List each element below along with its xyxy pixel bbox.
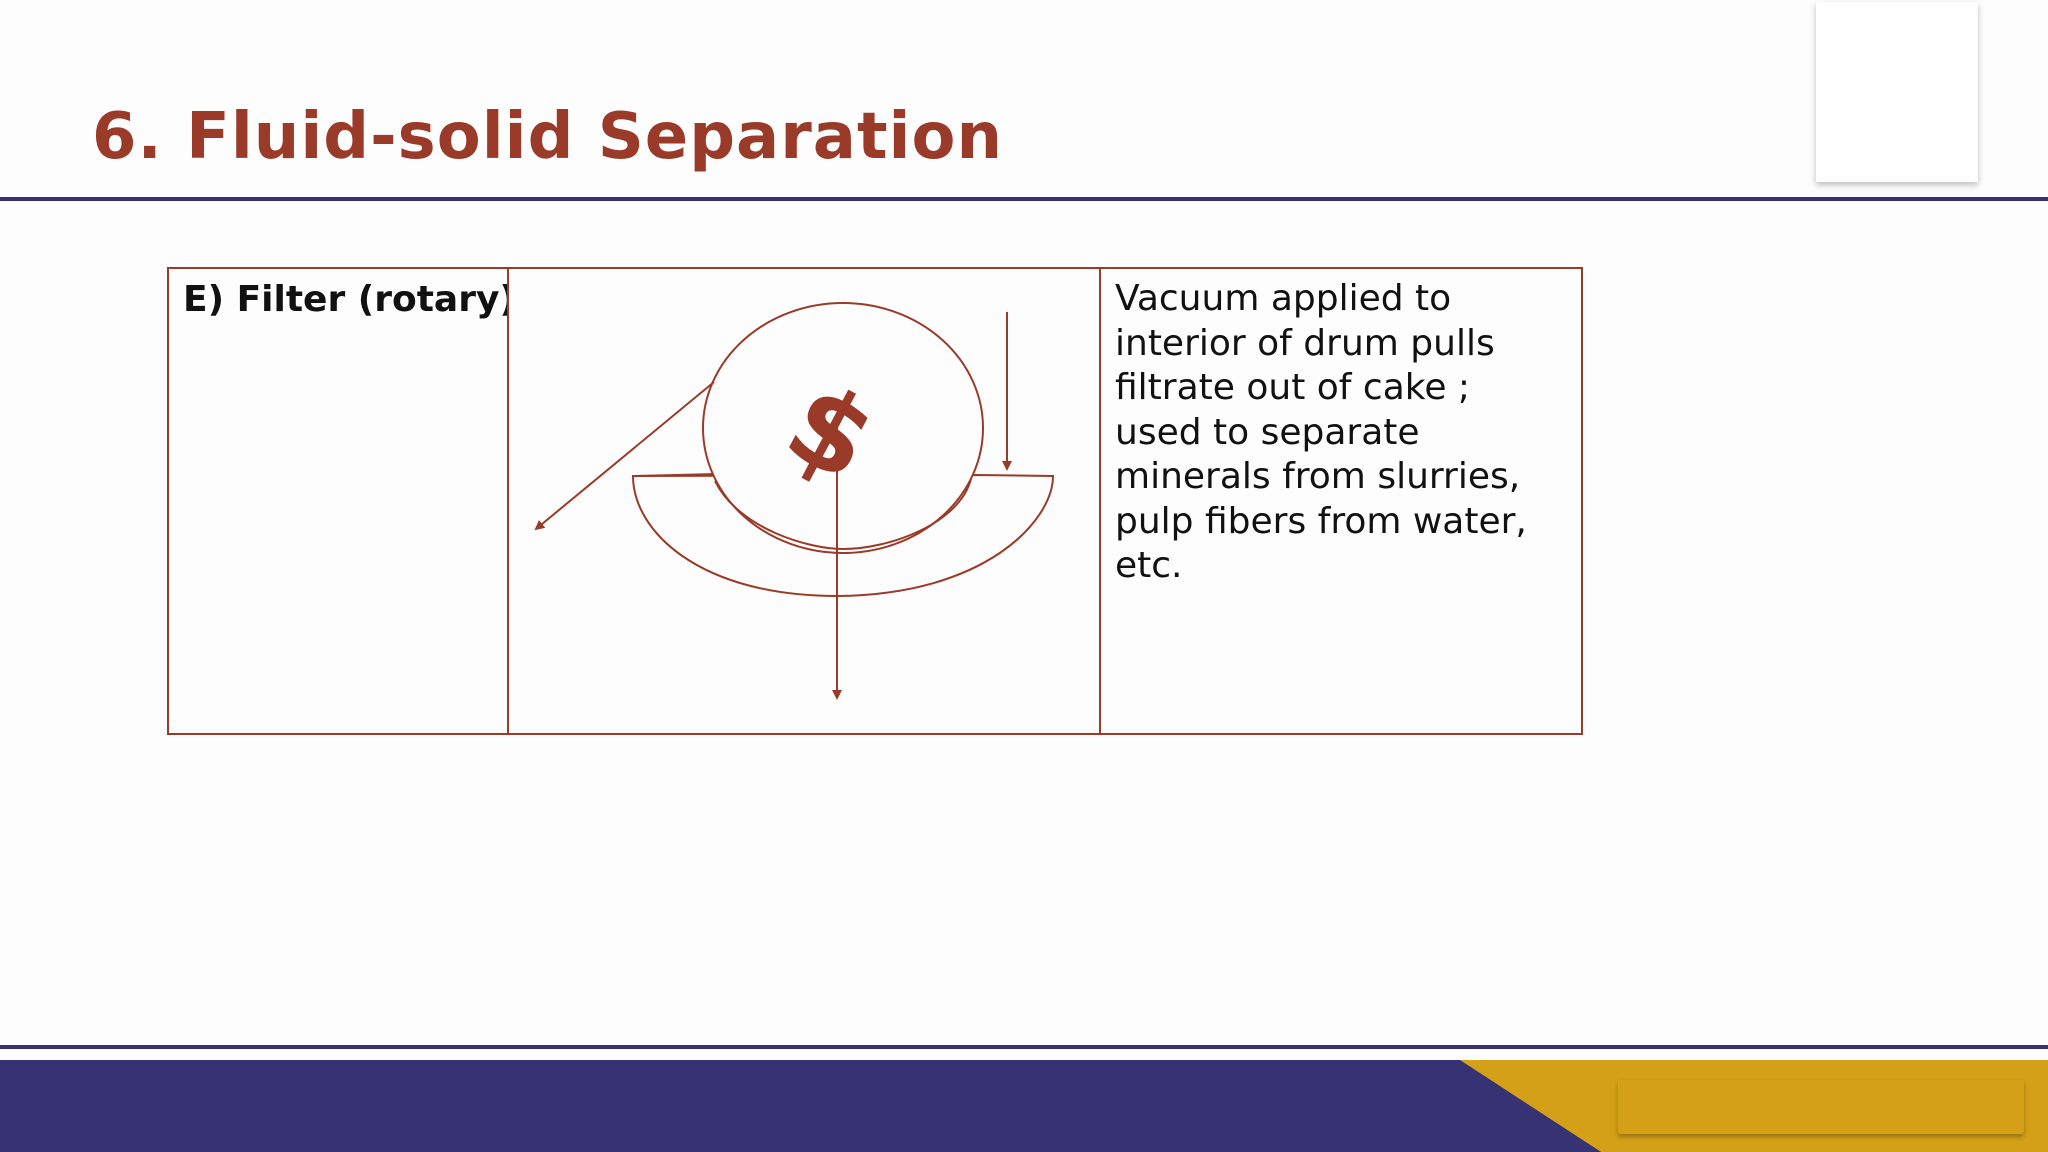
cake-discharge-arrow <box>534 381 715 531</box>
rotary-filter-diagram: $ <box>534 302 1055 700</box>
diagram-cell: $ <box>509 269 1101 733</box>
description-cell: Vacuum applied to interior of drum pulls… <box>1101 269 1581 733</box>
equipment-name: E) Filter (rotary) <box>183 279 509 320</box>
equipment-name-cell: E) Filter (rotary) <box>169 269 509 733</box>
header-divider <box>0 197 2048 201</box>
slide-title: 6. Fluid-solid Separation <box>92 100 1003 174</box>
footer-tab <box>1618 1080 2024 1134</box>
footer-divider <box>0 1045 2048 1049</box>
equipment-table: E) Filter (rotary) <box>167 267 1583 735</box>
logo-placeholder <box>1816 2 1978 182</box>
rotating-drum-icon <box>702 302 984 554</box>
slurry-level-line <box>714 478 972 551</box>
equipment-description: Vacuum applied to interior of drum pulls… <box>1115 278 1527 586</box>
